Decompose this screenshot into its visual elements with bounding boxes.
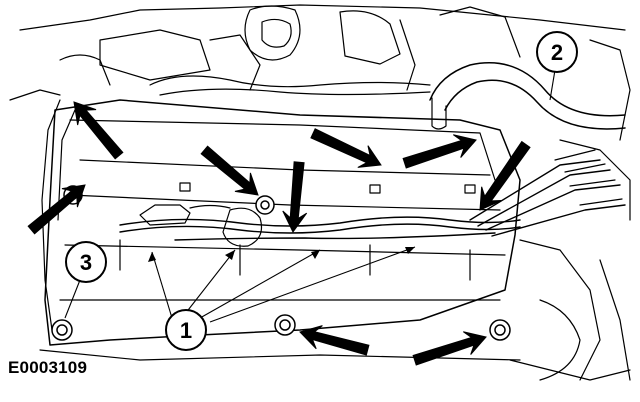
arrow-left-bolt	[27, 184, 86, 235]
leader-2	[549, 69, 556, 101]
bolt-lower-left	[51, 319, 73, 341]
callout-3: 3	[65, 241, 107, 283]
leader-lines	[64, 69, 556, 323]
bolt-upper-center	[255, 195, 275, 215]
arrow-bottom-right	[412, 331, 487, 366]
arrow-top-right	[402, 134, 477, 169]
engine-background	[9, 4, 631, 381]
bolt-lower-center	[274, 314, 296, 336]
figure-id: E0003109	[8, 358, 88, 377]
callout-2-label: 2	[551, 40, 563, 65]
leader-1a	[151, 251, 173, 319]
leader-1c	[199, 249, 321, 319]
arrow-harness-right	[479, 140, 531, 211]
callout-1: 1	[165, 309, 207, 351]
arrow-center-bolt	[200, 145, 259, 196]
leader-1b	[184, 249, 236, 315]
callout-3-label: 3	[80, 250, 92, 275]
leader-tips	[148, 247, 415, 262]
callout-1-label: 1	[180, 318, 192, 343]
direction-arrows	[27, 101, 531, 366]
bolt-lower-right	[489, 319, 511, 341]
arrow-top-left	[73, 101, 124, 160]
callout-2: 2	[536, 31, 578, 73]
leader-3	[64, 279, 81, 319]
arrow-harness-center	[282, 161, 308, 233]
arrow-top-center	[310, 128, 382, 168]
arrow-bottom-center	[299, 325, 370, 356]
leader-1d	[209, 246, 416, 323]
